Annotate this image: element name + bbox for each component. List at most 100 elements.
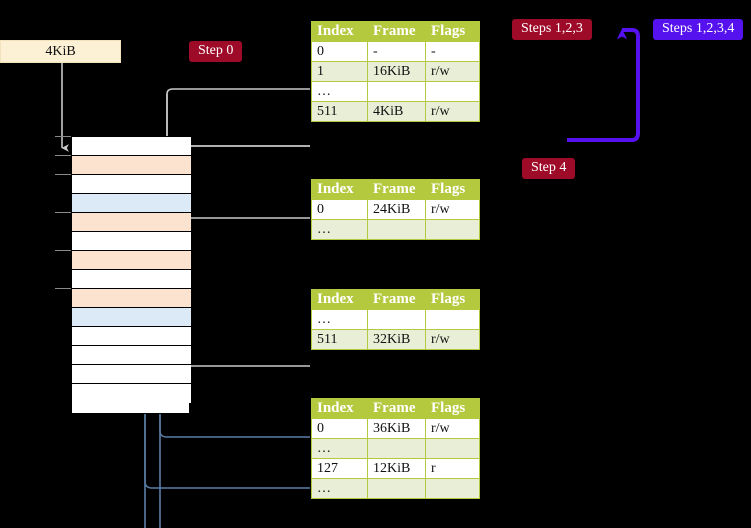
column-header-frame: Frame (367, 289, 426, 310)
cell-frame: 32KiB (367, 329, 426, 350)
memory-grid (71, 136, 191, 414)
memory-grid-row (72, 346, 191, 365)
badge-steps-1-2-3: Steps 1,2,3 (512, 19, 592, 40)
wire-grid-to-l1-127 (144, 415, 310, 489)
table-row[interactable]: … (311, 309, 480, 330)
memory-grid-row (72, 384, 191, 403)
column-header-frame: Frame (367, 398, 426, 419)
badge-steps-1-2-3-4-label: Steps 1,2,3,4 (662, 21, 735, 36)
cell-flags: r/w (425, 418, 480, 439)
memory-grid-tick (55, 136, 71, 137)
table-row[interactable]: … (311, 478, 480, 499)
memory-label-text: 4KiB (45, 43, 76, 59)
cell-index: … (311, 438, 368, 459)
table-row[interactable]: … (311, 219, 480, 240)
badge-step-0-label: Step 0 (198, 43, 234, 58)
cell-index: … (311, 219, 368, 240)
column-header-frame: Frame (367, 21, 426, 42)
cell-index: … (311, 81, 368, 102)
column-header-flags: Flags (425, 179, 480, 200)
cell-frame: 16KiB (367, 61, 426, 82)
column-header-index: Index (311, 179, 368, 200)
memory-grid-tick (55, 288, 71, 289)
memory-grid-row (72, 365, 191, 384)
table-row[interactable]: … (311, 438, 480, 459)
memory-grid-row (72, 137, 191, 156)
cell-frame (367, 219, 426, 240)
wire-l4-1-to-grid (176, 145, 310, 189)
bracket-steps-arrow (567, 28, 640, 142)
memory-grid-row (72, 251, 191, 270)
memory-grid-row (72, 327, 191, 346)
cell-frame (367, 81, 426, 102)
cell-index: … (311, 478, 368, 499)
column-header-index: Index (311, 289, 368, 310)
cell-frame (367, 309, 426, 330)
memory-grid-row (72, 156, 191, 175)
badge-step-4: Step 4 (522, 158, 576, 179)
wire-grid-to-l1-0 (159, 415, 310, 438)
column-header-index: Index (311, 21, 368, 42)
cell-flags: r/w (425, 329, 480, 350)
badge-steps-1-2-3-label: Steps 1,2,3 (521, 21, 583, 36)
memory-grid-tick (55, 250, 71, 251)
cell-index: 127 (311, 458, 368, 479)
cell-flags (425, 81, 480, 102)
cell-frame: 4KiB (367, 101, 426, 122)
column-header-frame: Frame (367, 179, 426, 200)
memory-grid-tick (55, 212, 71, 213)
column-header-flags: Flags (425, 289, 480, 310)
cell-frame: 12KiB (367, 458, 426, 479)
badge-step-4-label: Step 4 (531, 160, 567, 175)
column-header-index: Index (311, 398, 368, 419)
wire-l3-0-to-grid (177, 217, 310, 265)
badge-step-0: Step 0 (189, 41, 243, 62)
cell-frame (367, 438, 426, 459)
column-header-flags: Flags (425, 21, 480, 42)
memory-grid-tick (55, 174, 71, 175)
cell-flags (425, 219, 480, 240)
memory-grid-row (72, 270, 191, 289)
memory-grid-row (72, 308, 191, 327)
cell-flags: r (425, 458, 480, 479)
memory-grid-row (72, 194, 191, 213)
memory-label-4kib: 4KiB (0, 40, 121, 63)
cell-index: 0 (311, 41, 368, 62)
memory-grid-row (72, 213, 191, 232)
memory-grid-row (72, 289, 191, 308)
memory-grid-tick (55, 155, 71, 156)
cell-flags: r/w (425, 199, 480, 220)
badge-steps-1-2-3-4: Steps 1,2,3,4 (653, 19, 744, 40)
column-header-flags: Flags (425, 398, 480, 419)
cell-flags (425, 309, 480, 330)
cell-flags: r/w (425, 101, 480, 122)
wire-l2-511-to-grid (170, 304, 310, 367)
memory-grid-row (72, 232, 191, 251)
cell-index: 0 (311, 418, 368, 439)
cell-flags: r/w (425, 61, 480, 82)
cell-index: 1 (311, 61, 368, 82)
cell-frame: 24KiB (367, 199, 426, 220)
cell-flags: - (425, 41, 480, 62)
table-row[interactable]: … (311, 81, 480, 102)
table-row[interactable]: 0-- (311, 41, 480, 62)
cell-index: 511 (311, 329, 368, 350)
cell-index: 511 (311, 101, 368, 122)
cell-frame: - (367, 41, 426, 62)
cell-flags (425, 478, 480, 499)
cell-frame (367, 478, 426, 499)
cell-index: … (311, 309, 368, 330)
cell-frame: 36KiB (367, 418, 426, 439)
memory-grid-row (72, 175, 191, 194)
